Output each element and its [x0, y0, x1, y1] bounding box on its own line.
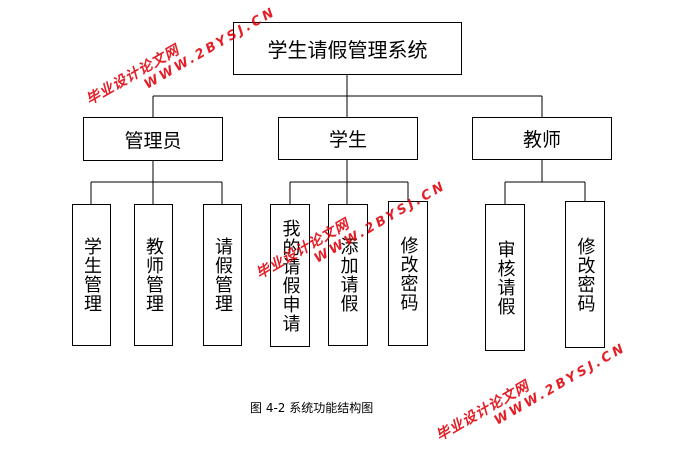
function-node-student-management: 学生管理	[72, 204, 111, 346]
function-node-my-leave-applications: 我的请假申请	[270, 204, 310, 347]
function-node-change-password-student: 修改密码	[388, 201, 428, 346]
function-node-review-leave: 审核请假	[485, 204, 525, 351]
root-node: 学生请假管理系统	[233, 22, 462, 75]
figure-caption: 图 4-2 系统功能结构图	[250, 401, 374, 415]
role-node-teacher: 教师	[472, 117, 612, 160]
function-node-add-leave: 添加请假	[328, 204, 368, 346]
function-node-change-password-teacher: 修改密码	[565, 201, 605, 348]
function-node-leave-management: 请假管理	[203, 204, 242, 346]
role-node-student: 学生	[278, 117, 418, 160]
function-node-teacher-management: 教师管理	[134, 204, 173, 346]
role-node-admin: 管理员	[83, 117, 223, 161]
connector-lines	[90, 75, 586, 204]
